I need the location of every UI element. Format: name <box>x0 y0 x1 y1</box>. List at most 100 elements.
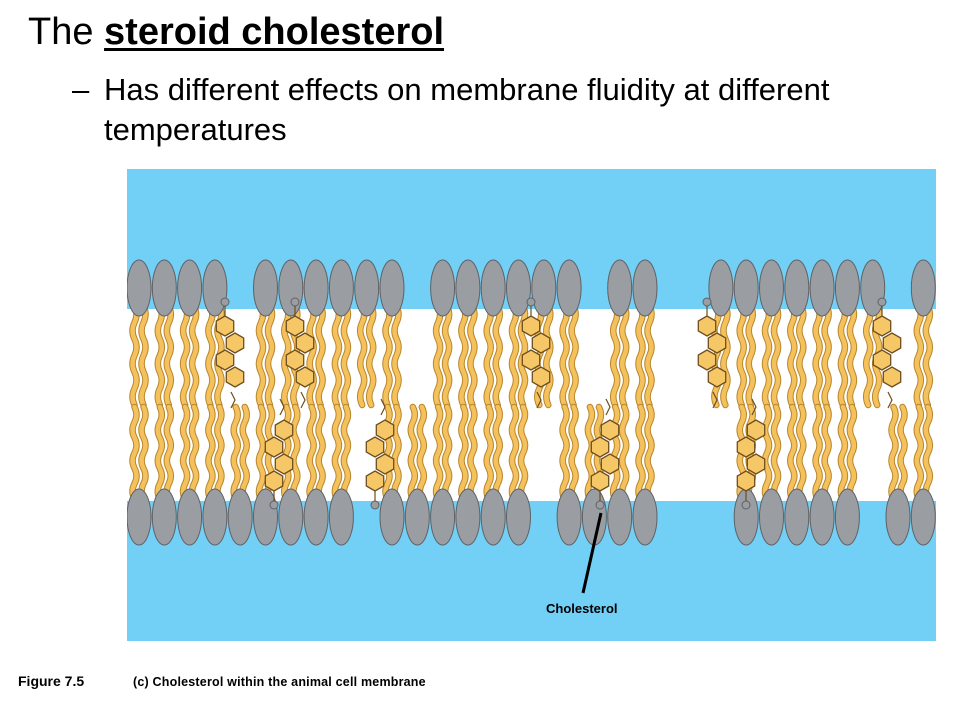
cholesterol-ring <box>365 470 385 492</box>
phospholipid-head <box>151 488 177 546</box>
cholesterol-head <box>370 500 380 510</box>
fatty-acid-tail <box>307 303 316 408</box>
figure-number: Figure 7.5 <box>18 673 85 689</box>
fatty-acid-tail <box>433 404 443 502</box>
cholesterol-head <box>595 500 605 510</box>
phospholipid-head <box>379 259 405 317</box>
fatty-acid-tail <box>721 303 730 408</box>
cholesterol-head <box>702 297 712 307</box>
fatty-acid-tail <box>914 404 924 502</box>
phospholipid-head <box>708 259 734 317</box>
fatty-acid-tail <box>459 404 468 502</box>
phospholipid-head <box>328 488 354 546</box>
cholesterol-ring <box>697 349 717 371</box>
fatty-acid-tail <box>180 303 190 408</box>
cholesterol-callout-line <box>581 512 603 594</box>
cholesterol-ring <box>215 349 235 371</box>
fatty-acid-tail <box>923 303 933 408</box>
cholesterol-head <box>877 297 887 307</box>
fatty-acid-tail <box>737 303 746 408</box>
fatty-acid-tail <box>797 404 806 502</box>
cholesterol-tail <box>536 391 542 409</box>
phospholipid-head <box>151 259 177 317</box>
fatty-acid-tail <box>155 404 165 502</box>
cholesterol-ring <box>746 453 766 475</box>
fatty-acid-tail <box>307 404 316 502</box>
cholesterol-ring <box>872 315 892 337</box>
fatty-acid-tail <box>898 404 907 502</box>
cholesterol-ring <box>225 332 245 354</box>
fatty-acid-tail <box>509 303 519 408</box>
fatty-acid-tail <box>746 303 755 408</box>
fatty-acid-tail <box>139 404 148 502</box>
phospholipid-head <box>506 488 531 546</box>
fatty-acid-tail <box>645 303 654 408</box>
fatty-acid-tail <box>771 404 781 502</box>
phospholipid-head <box>430 488 456 546</box>
fatty-acid-tail <box>838 404 848 502</box>
fatty-acid-tail <box>863 303 873 408</box>
fatty-acid-tail <box>341 303 351 408</box>
phospholipid-head <box>202 488 228 546</box>
cholesterol-ring <box>707 366 727 388</box>
fatty-acid-tail <box>189 404 199 502</box>
fatty-acid-tail <box>518 404 528 502</box>
fatty-acid-tail <box>392 303 401 408</box>
fatty-acid-tail <box>847 303 857 408</box>
phospholipid-head <box>885 488 911 546</box>
slide-title: The steroid cholesterol <box>28 8 444 56</box>
cholesterol-ring <box>295 332 315 354</box>
fatty-acid-tail <box>813 303 822 408</box>
fatty-acid-tail <box>585 404 595 502</box>
phospholipid-head <box>809 488 835 546</box>
fatty-acid-tail <box>468 303 477 408</box>
cholesterol-ring <box>215 315 235 337</box>
fatty-acid-tail <box>433 303 443 408</box>
title-prefix: The <box>28 11 105 53</box>
cholesterol-label: Cholesterol <box>546 601 618 616</box>
fatty-acid-tail <box>206 303 215 408</box>
fatty-acid-tail <box>569 404 578 502</box>
phospholipid-head <box>834 488 860 546</box>
phospholipid-head <box>202 259 228 317</box>
cholesterol-tail <box>605 398 611 416</box>
phospholipid-head <box>910 259 936 317</box>
cholesterol-head <box>269 500 279 510</box>
membrane-illustration <box>127 169 936 641</box>
fatty-acid-tail <box>139 303 148 408</box>
phospholipid-head <box>759 259 784 317</box>
fatty-acid-tail <box>636 303 645 408</box>
cholesterol-ring <box>375 453 395 475</box>
cholesterol-ring <box>590 436 610 458</box>
cholesterol-ring <box>365 436 385 458</box>
cholesterol-ring <box>872 349 892 371</box>
title-emphasis: steroid cholesterol <box>104 11 445 53</box>
fatty-acid-tail <box>468 404 477 502</box>
fatty-acid-tail <box>560 303 569 408</box>
cholesterol-ring <box>274 453 294 475</box>
cholesterol-ring <box>295 366 315 388</box>
phospholipid-head <box>607 259 633 317</box>
phospholipid-head <box>784 259 810 317</box>
cholesterol-ring <box>285 349 305 371</box>
fatty-acid-tail <box>291 404 300 502</box>
fatty-acid-tail <box>914 303 924 408</box>
phospholipid-head <box>480 259 506 317</box>
fatty-acid-tail <box>484 303 493 408</box>
phospholipid-head <box>784 488 810 546</box>
phospholipid-head <box>834 259 860 317</box>
cholesterol-ring <box>285 315 305 337</box>
fatty-acid-tail <box>636 404 645 502</box>
cholesterol-ring <box>264 436 284 458</box>
figure-caption: (c) Cholesterol within the animal cell m… <box>133 675 426 689</box>
fatty-acid-tail <box>493 404 502 502</box>
phospholipid-head <box>759 488 784 546</box>
phospholipid-head <box>127 259 152 317</box>
phospholipid-head <box>506 259 531 317</box>
fatty-acid-tail <box>357 303 367 408</box>
cholesterol-tail <box>300 391 306 409</box>
phospholipid-head <box>607 488 633 546</box>
bullet-item: – Has different effects on membrane flui… <box>72 70 872 148</box>
fatty-acid-tail <box>459 303 468 408</box>
fatty-acid-tail <box>493 303 502 408</box>
